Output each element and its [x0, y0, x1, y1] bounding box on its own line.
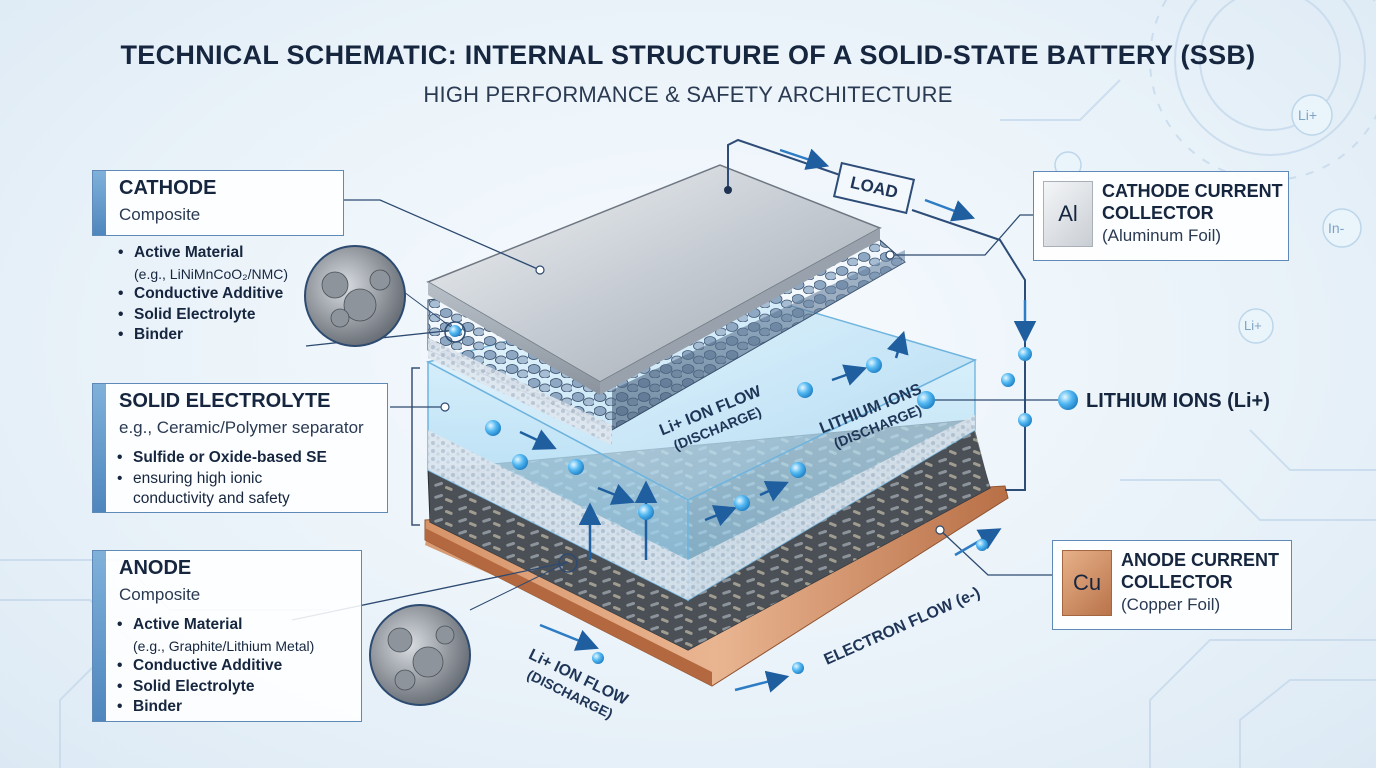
page-subtitle: HIGH PERFORMANCE & SAFETY ARCHITECTURE: [423, 82, 953, 107]
cathode-collector-material: (Aluminum Foil): [1102, 226, 1222, 245]
cathode-panel: CATHODE Composite: [92, 170, 344, 236]
anode-collector-panel: Cu ANODE CURRENT COLLECTOR (Copper Foil): [1052, 540, 1292, 630]
electrolyte-subtitle: e.g., Ceramic/Polymer separator: [119, 418, 364, 437]
aluminum-element-tile: Al: [1043, 181, 1093, 247]
cathode-title: CATHODE: [119, 177, 217, 199]
panel-accent-bar: [93, 551, 106, 721]
electrolyte-bullets: Sulfide or Oxide-based SE ensuring high …: [115, 448, 327, 510]
anode-panel: ANODE Composite Active Material (e.g., G…: [92, 550, 362, 722]
anode-title: ANODE: [119, 557, 192, 579]
list-item: Conductive Additive: [115, 656, 314, 677]
cathode-collector-panel: Al CATHODE CURRENT COLLECTOR (Aluminum F…: [1033, 171, 1289, 261]
background-badge: Li+: [1298, 107, 1318, 123]
list-item: Solid Electrolyte: [116, 305, 288, 326]
electrolyte-panel: SOLID ELECTROLYTE e.g., Ceramic/Polymer …: [92, 383, 388, 513]
background-badge: Li+: [1244, 318, 1262, 333]
layer-bracket: [411, 367, 420, 526]
lithium-ions-label: LITHIUM IONS (Li+): [1086, 390, 1270, 412]
anode-subtitle: Composite: [119, 585, 201, 604]
cathode-subtitle: Composite: [119, 205, 201, 224]
cathode-collector-title: CATHODE CURRENT COLLECTOR: [1102, 181, 1283, 223]
list-item: conductivity and safety: [133, 490, 290, 507]
anode-collector-title: ANODE CURRENT COLLECTOR: [1121, 550, 1280, 592]
anode-micrograph: [369, 553, 578, 706]
background-badge: In-: [1328, 220, 1345, 236]
cathode-bullets: Active Material (e.g., LiNiMnCoO₂/NMC) C…: [116, 243, 288, 346]
list-item: Active Material: [115, 615, 314, 636]
panel-accent-bar: [93, 171, 106, 235]
list-item: (e.g., Graphite/Lithium Metal): [133, 637, 315, 654]
list-item: Sulfide or Oxide-based SE: [115, 448, 327, 469]
external-circuit: [727, 138, 1026, 491]
cathode-current-collector-layer: [426, 164, 882, 395]
leader-dots: [440, 250, 945, 535]
list-item: (e.g., LiNiMnCoO₂/NMC): [134, 265, 289, 282]
list-item: Binder: [116, 325, 288, 346]
list-item: Active Material: [116, 243, 288, 264]
circuit-arrows: [539, 148, 1037, 693]
ion-flow-arrows: [519, 330, 909, 560]
list-item: Binder: [115, 697, 314, 718]
lithium-ion-particles: [449, 325, 1032, 674]
page-title: TECHNICAL SCHEMATIC: INTERNAL STRUCTURE …: [120, 40, 1256, 70]
electrolyte-title: SOLID ELECTROLYTE: [119, 390, 331, 412]
panel-accent-bar: [93, 384, 106, 512]
anode-bullets: Active Material (e.g., Graphite/Lithium …: [115, 615, 314, 718]
collector-terminal: [724, 186, 732, 194]
cathode-micrograph: [304, 245, 466, 347]
list-item: Solid Electrolyte: [115, 677, 314, 698]
list-item: Conductive Additive: [116, 284, 288, 305]
list-item: ensuring high ionic: [115, 469, 327, 490]
lithium-ions-legend-icon: [1058, 390, 1078, 410]
copper-element-tile: Cu: [1062, 550, 1112, 616]
anode-collector-material: (Copper Foil): [1121, 595, 1221, 614]
